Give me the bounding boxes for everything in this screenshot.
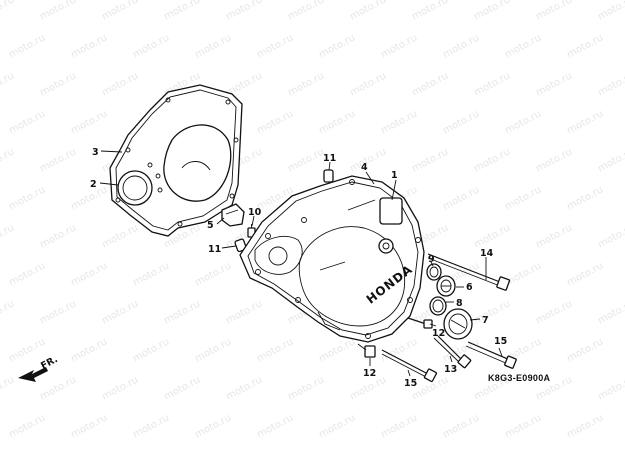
callout-15-lower: 15: [404, 378, 417, 389]
callout-12-lower: 12: [363, 368, 376, 379]
leader-lines: [99, 150, 503, 377]
bolt-part-14: [427, 253, 511, 291]
crankcase-gasket: [109, 84, 243, 237]
bolt-part-12-lower: [357, 343, 376, 358]
callout-14: 14: [480, 248, 494, 259]
callout-12-upper: 12: [432, 328, 445, 339]
dowel-pin-upper: [323, 169, 334, 183]
callout-4: 4: [361, 162, 368, 173]
callout-2: 2: [90, 179, 97, 190]
callout-6: 6: [466, 282, 473, 293]
callout-5: 5: [207, 220, 214, 231]
bolt-part-15-long: [381, 349, 438, 383]
callout-15-right: 15: [494, 336, 507, 347]
o-ring-part-9: [426, 263, 442, 281]
callout-11-upper: 11: [323, 153, 336, 164]
o-ring-part-8: [429, 296, 447, 316]
callout-8: 8: [456, 298, 463, 309]
timing-hole-cap-part-6: [436, 275, 456, 297]
diagram-code: K8G3-E0900A: [488, 373, 551, 383]
callout-7: 7: [482, 315, 489, 326]
callout-13: 13: [444, 364, 457, 375]
front-direction-label: FR.: [39, 354, 60, 372]
callout-9: 9: [428, 254, 435, 265]
front-direction-arrow: FR.: [18, 354, 60, 382]
left-crankcase-cover: HONDA: [239, 175, 425, 343]
callout-10: 10: [248, 207, 262, 218]
bolt-part-13: [433, 335, 472, 369]
crankshaft-hole-cap-part-7: [443, 308, 473, 340]
callout-11-lower: 11: [208, 244, 221, 255]
callout-labels: 1 2 3 4 5 6 7 8 9 10 11 11 12 12 13 14 1…: [90, 147, 507, 389]
callout-3: 3: [92, 147, 99, 158]
callout-1: 1: [391, 170, 398, 181]
bolt-part-12-upper: [407, 317, 433, 329]
bolt-part-15-right: [465, 341, 517, 369]
